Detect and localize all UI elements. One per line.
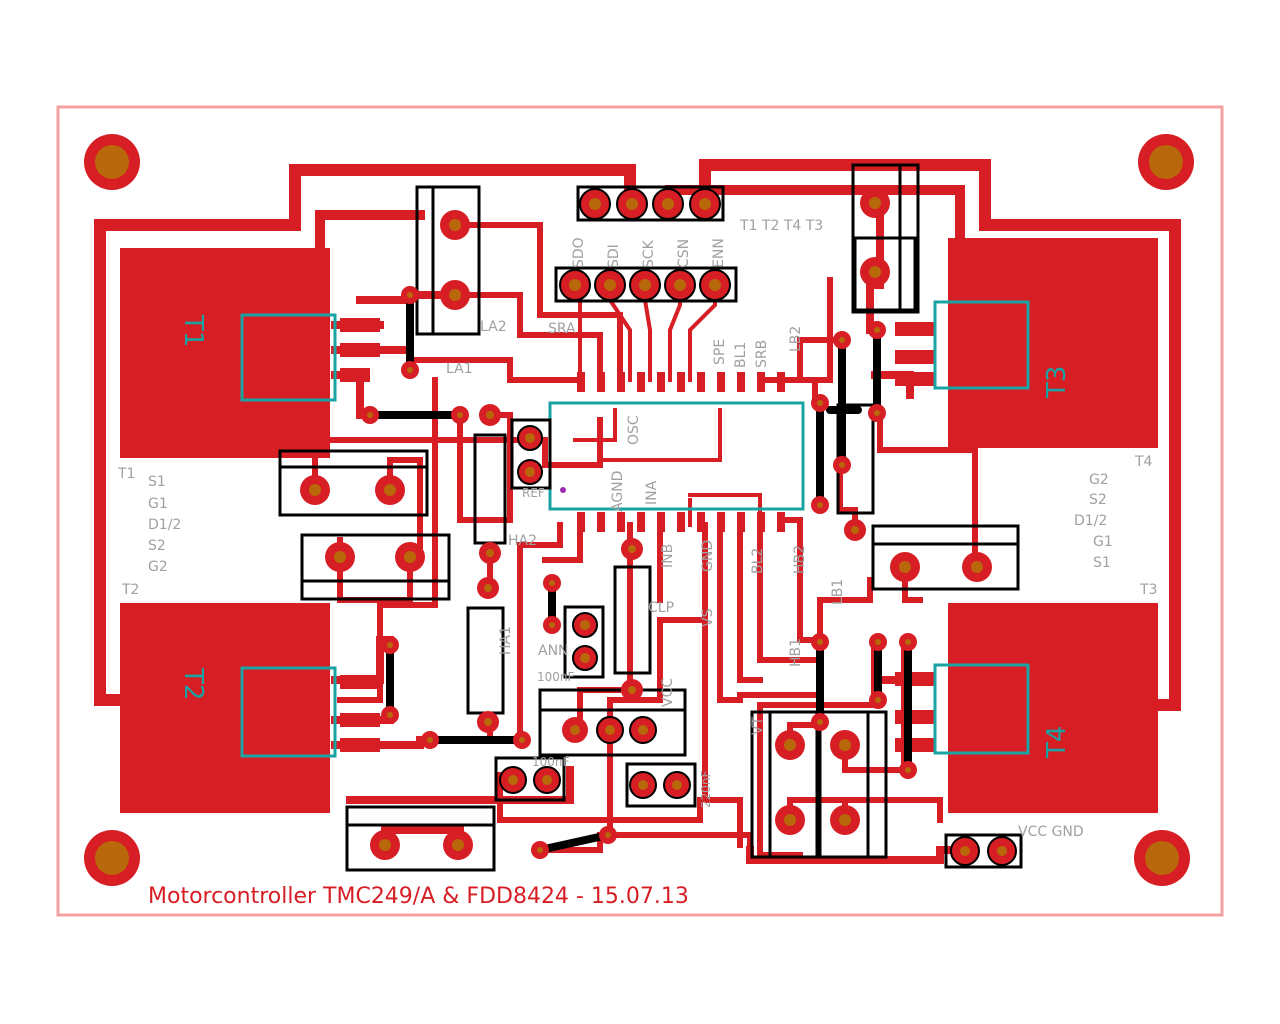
mark-t2: T2 — [178, 667, 208, 700]
power-label: VCC GND — [1018, 824, 1084, 840]
pin-left-4: G2 — [148, 559, 168, 575]
label-ref: REF — [522, 486, 545, 500]
labels: Motorcontroller TMC249/A & FDD8424 - 15.… — [117, 218, 1157, 909]
spi-label-sdo: SDO — [571, 237, 587, 268]
board-outline — [56, 105, 1224, 917]
label-bl1: BL1 — [733, 342, 749, 368]
ic-pin1-marker — [560, 487, 566, 493]
pin-right-2: D1/2 — [1074, 513, 1107, 529]
spi-label-sdi: SDI — [606, 244, 622, 268]
label-hb2: HB2 — [792, 545, 808, 574]
label-osc: OSC — [626, 415, 642, 445]
label-t3: T3 — [1139, 582, 1157, 598]
label-vt: VT — [750, 716, 766, 735]
pour-t2 — [120, 603, 330, 813]
label-clp: CLP — [648, 600, 674, 616]
ic-outline — [548, 401, 805, 511]
label-la1: LA1 — [446, 361, 473, 377]
label-inb: INB — [660, 544, 676, 568]
label-ina: INA — [644, 480, 660, 505]
mark-t1: T1 — [178, 314, 208, 347]
cyan-outlines — [240, 300, 1030, 758]
label-lb1: LB1 — [830, 579, 846, 605]
silkscreen — [278, 163, 1023, 872]
spi-label-csn: CSN — [676, 239, 692, 268]
label-spe: SPE — [712, 339, 728, 365]
top-header-label: T1 T2 T4 T3 — [739, 218, 823, 234]
label-220n: 220nF — [699, 770, 713, 808]
pin-left-2: D1/2 — [148, 517, 181, 533]
pads — [84, 134, 1194, 886]
label-ann: ANN — [538, 643, 569, 659]
pin-right-1: S2 — [1089, 492, 1107, 508]
pour-t3 — [948, 238, 1158, 448]
board-title: Motorcontroller TMC249/A & FDD8424 - 15.… — [148, 884, 689, 909]
ic-pads-bottom — [577, 512, 785, 532]
spi-label-sck: SCK — [641, 239, 657, 268]
label-ha1: HA1 — [498, 626, 514, 655]
label-srb: SRB — [754, 340, 770, 368]
label-100n-2: 100nF — [532, 755, 570, 769]
spi-label-enn: ENN — [711, 238, 727, 268]
pin-right-3: G1 — [1093, 534, 1113, 550]
pin-left-0: S1 — [148, 474, 166, 490]
pin-left-3: S2 — [148, 538, 166, 554]
copper-pours — [120, 238, 1158, 813]
label-vcc: VCC — [660, 678, 676, 707]
label-100n: 100nF — [537, 670, 575, 684]
ic-pads-top — [577, 372, 785, 392]
label-agnd: AGND — [610, 471, 626, 512]
label-t1: T1 — [117, 466, 135, 482]
pin-right-4: S1 — [1093, 555, 1111, 571]
label-vs: VS — [700, 608, 716, 627]
label-t2: T2 — [121, 582, 139, 598]
pour-t1 — [120, 248, 330, 458]
drill-holes — [95, 145, 1183, 875]
label-bl2: BL2 — [750, 548, 766, 574]
label-sra: SRA — [548, 321, 576, 337]
pour-t4 — [948, 603, 1158, 813]
label-t4: T4 — [1134, 454, 1153, 470]
pin-right-0: G2 — [1089, 472, 1109, 488]
label-la2: LA2 — [480, 319, 507, 335]
mark-t3: T3 — [1042, 366, 1072, 399]
label-ha2: HA2 — [508, 533, 537, 549]
mark-t4: T4 — [1042, 726, 1072, 759]
label-hb1: HB1 — [788, 638, 804, 667]
label-lb2: LB2 — [788, 326, 804, 352]
pin-left-1: G1 — [148, 496, 168, 512]
label-gnd: GND — [700, 540, 716, 572]
